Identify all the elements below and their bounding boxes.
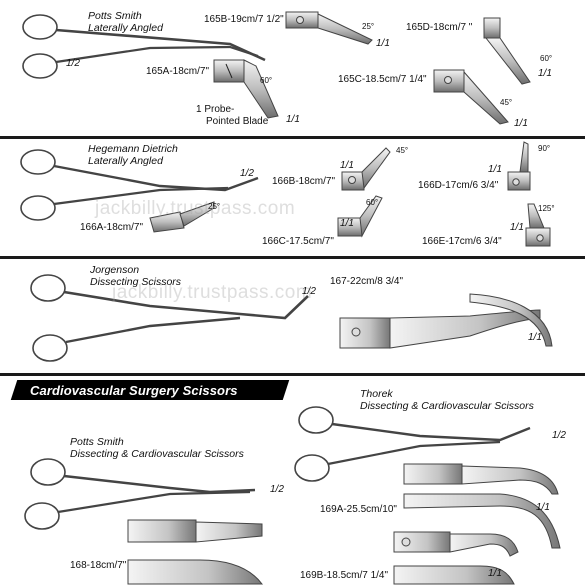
scale-ratio: 1/2 xyxy=(552,430,566,441)
tip-166E xyxy=(525,203,551,247)
product-label-166B: 166B-18cm/7" xyxy=(272,176,336,187)
product-label-166C: 166C-17.5cm/7" xyxy=(262,236,334,247)
product-label-165A: 165A-18cm/7" xyxy=(146,66,210,77)
scale-ratio-166B: 1/1 xyxy=(340,160,354,171)
angle-166D: 90° xyxy=(538,144,551,153)
angle-166C: 60° xyxy=(366,198,379,207)
angle-166B: 45° xyxy=(396,146,409,155)
product-label-166E: 166E-17cm/6 3/4" xyxy=(422,236,502,247)
scissors-potts-cardio xyxy=(24,458,256,530)
product-label-167: 167-22cm/8 3/4" xyxy=(330,276,404,287)
angle-165C: 45° xyxy=(500,98,513,107)
tip-165A xyxy=(213,59,279,119)
scale-ratio-165D: 1/1 xyxy=(538,68,552,79)
tip-166C xyxy=(337,195,383,238)
product-label-168: 168-18cm/7" xyxy=(70,560,127,571)
tip-165C xyxy=(433,69,509,125)
scale-ratio-166C: 1/1 xyxy=(340,218,354,229)
section-divider xyxy=(0,373,585,376)
banner-title: Cardiovascular Surgery Scissors xyxy=(30,383,238,398)
scale-ratio-166D: 1/1 xyxy=(488,164,502,175)
tip-168 xyxy=(127,519,264,585)
product-label-166A: 166A-18cm/7" xyxy=(80,222,144,233)
product-label-165B: 165B-19cm/7 1/2" xyxy=(204,14,284,25)
watermark: jackbilly.trustpass.com xyxy=(95,198,296,219)
scale-ratio-165C: 1/1 xyxy=(514,118,528,129)
tip-166D xyxy=(507,141,531,191)
scale-ratio: 1/2 xyxy=(302,286,316,297)
tip-169A xyxy=(403,463,561,549)
product-label-165C: 165C-18.5cm/7 1/4" xyxy=(338,74,427,85)
note-probe: 1 Probe- Pointed Blade xyxy=(196,104,269,127)
scale-ratio-165A: 1/1 xyxy=(286,114,300,125)
angle-165D: 60° xyxy=(540,54,553,63)
scissors-hegemann xyxy=(20,149,259,221)
tip-166B xyxy=(341,147,391,191)
product-label-166D: 166D-17cm/6 3/4" xyxy=(418,180,499,191)
tip-167 xyxy=(339,293,553,349)
scale-ratio-165B: 1/1 xyxy=(376,38,390,49)
watermark: jackbilly.trustpass.com xyxy=(112,282,313,303)
scale-ratio: 1/2 xyxy=(270,484,284,495)
section-divider xyxy=(0,136,585,139)
tip-169B xyxy=(393,531,519,585)
tip-165B xyxy=(285,11,373,45)
scissors-thorek xyxy=(294,406,531,482)
tip-165D xyxy=(483,17,531,85)
scale-ratio-169A: 1/1 xyxy=(536,502,550,513)
scale-ratio-166E: 1/1 xyxy=(510,222,524,233)
product-label-169A: 169A-25.5cm/10" xyxy=(320,504,397,515)
scale-ratio-167: 1/1 xyxy=(528,332,542,343)
angle-165B: 25° xyxy=(362,22,375,31)
product-name: Potts Smith Dissecting & Cardiovascular … xyxy=(70,436,244,460)
product-label-165D: 165D-18cm/7 " xyxy=(406,22,473,33)
section-divider xyxy=(0,256,585,259)
scale-ratio-169B: 1/1 xyxy=(488,568,502,579)
product-name: Hegemann Dietrich Laterally Angled xyxy=(88,143,178,167)
angle-165A: 60° xyxy=(260,76,273,85)
scissors-potts-laterally xyxy=(22,14,266,79)
scissors-jorgenson xyxy=(30,274,309,362)
scale-ratio: 1/2 xyxy=(240,168,254,179)
scale-ratio: 1/2 xyxy=(66,58,80,69)
product-name: Thorek Dissecting & Cardiovascular Sciss… xyxy=(360,388,534,412)
tip-166A xyxy=(149,201,215,233)
product-label-169B: 169B-18.5cm/7 1/4" xyxy=(300,570,389,581)
angle-166E: 125° xyxy=(538,204,555,213)
angle-166A: 25° xyxy=(208,202,221,211)
product-name: Potts Smith Laterally Angled xyxy=(88,10,163,34)
product-name: Jorgenson Dissecting Scissors xyxy=(90,264,182,288)
